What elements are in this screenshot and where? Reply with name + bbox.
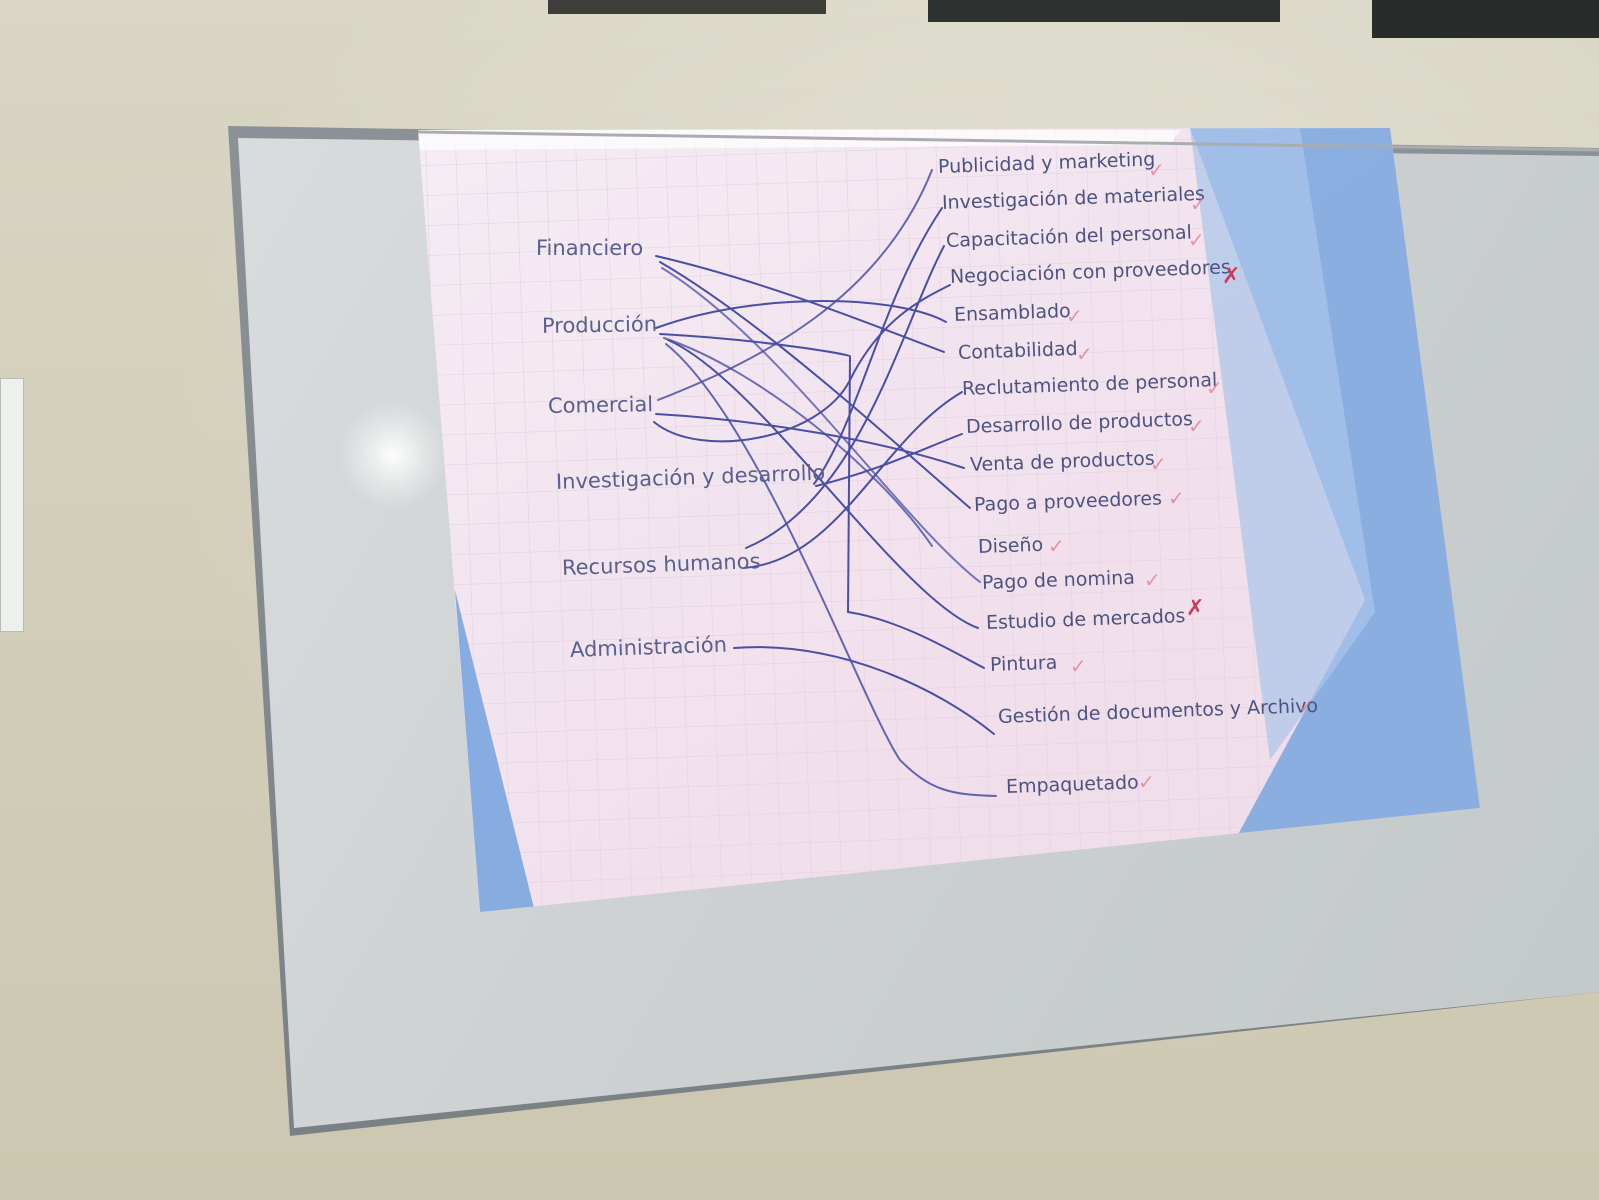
- connection-line: [653, 284, 951, 443]
- connection-line: [659, 333, 985, 669]
- slide-blue-shape: [1190, 128, 1375, 760]
- handwritten-connection-lines: [653, 169, 997, 797]
- cross-mark-icon: ✗: [1186, 596, 1205, 621]
- connection-line: [813, 207, 943, 485]
- check-mark-icon: ✓: [1138, 770, 1155, 794]
- check-mark-icon: ✓: [1188, 414, 1205, 438]
- connection-line: [745, 245, 945, 549]
- connection-line: [655, 300, 947, 329]
- check-mark-icon: ✓: [1206, 376, 1223, 400]
- check-mark-icon: ✓: [1076, 342, 1093, 366]
- connection-line: [665, 343, 997, 797]
- check-mark-icon: ✓: [1190, 192, 1207, 216]
- task-label: Pintura: [989, 651, 1058, 676]
- check-mark-icon: ✓: [1048, 534, 1065, 558]
- check-mark-icon: ✓: [1066, 304, 1083, 328]
- check-mark-icon: ✓: [1144, 568, 1161, 592]
- light-glare: [338, 400, 448, 510]
- connection-line: [657, 169, 933, 401]
- category-label: Comercial: [547, 392, 654, 418]
- task-label: Ensamblado: [953, 299, 1072, 326]
- connection-line: [661, 267, 981, 583]
- check-mark-icon: ✓: [1188, 228, 1205, 252]
- task-label: Empaquetado: [1005, 771, 1140, 798]
- slide-blue-shape: [455, 590, 535, 912]
- cross-mark-icon: ✗: [1222, 264, 1241, 289]
- ceiling-vent: [928, 0, 1280, 22]
- connection-line: [743, 391, 963, 569]
- check-mark-icon: ✓: [1148, 158, 1165, 182]
- category-label: Financiero: [536, 236, 644, 260]
- check-mark-icon: ✓: [1070, 654, 1087, 678]
- task-label: Diseño: [977, 533, 1044, 558]
- check-mark-icon: ✓: [1298, 694, 1315, 718]
- check-mark-icon: ✓: [1168, 486, 1185, 510]
- ceiling-vent: [548, 0, 826, 14]
- connection-line: [815, 433, 963, 487]
- task-label: Contabilidad: [957, 337, 1078, 364]
- ceiling-vent: [1372, 0, 1599, 38]
- connection-line: [655, 413, 965, 469]
- category-label: Producción: [541, 311, 658, 338]
- check-mark-icon: ✓: [1150, 452, 1167, 476]
- wall-notice: [0, 378, 24, 632]
- connection-line: [663, 337, 933, 547]
- connection-line: [659, 261, 971, 509]
- connection-line: [733, 646, 995, 735]
- connection-line: [667, 339, 979, 629]
